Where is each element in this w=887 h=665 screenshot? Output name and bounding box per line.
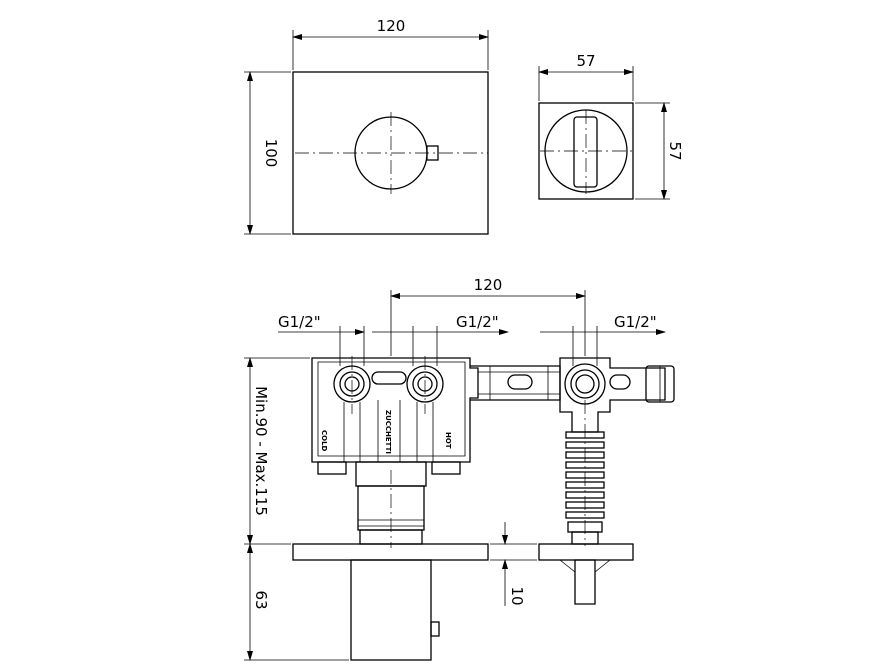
knob-slot — [573, 116, 598, 188]
outlet-stem-flare-r — [594, 559, 611, 573]
front-height-label: 100 — [262, 139, 280, 168]
knob-height-label: 57 — [666, 141, 684, 160]
foot-left — [317, 461, 347, 475]
section-view: COLD ZUCCHETTI HOT — [244, 276, 675, 661]
outlet-inner — [575, 374, 595, 394]
front-view: 120 100 — [244, 17, 489, 235]
center-distance-label: 120 — [474, 276, 503, 294]
outlet-stem — [574, 559, 596, 605]
knob-width-label: 57 — [576, 52, 595, 70]
connector-pipe — [470, 365, 561, 401]
valve-body-inner — [317, 361, 466, 457]
knob-view: 57 57 — [538, 52, 684, 200]
depth-label: Min.90 - Max.115 — [252, 386, 270, 516]
outlet-mid — [570, 369, 600, 399]
outlet-slot — [609, 374, 631, 390]
knob-side — [350, 559, 432, 661]
outlet-label: G1/2" — [614, 313, 657, 331]
cover-plate — [292, 543, 489, 561]
outlet-body — [559, 357, 666, 433]
bridge-slot — [371, 371, 407, 385]
inlet-hot-label: G1/2" — [456, 313, 499, 331]
plate-offset-label: 10 — [508, 586, 526, 605]
foot-right — [431, 461, 461, 475]
body-text-brand: ZUCCHETTI — [384, 410, 392, 454]
outlet-stem-flare-l — [559, 559, 576, 573]
inlet-hot-mid — [412, 371, 438, 397]
knob-plate — [538, 102, 634, 200]
outlet-plate — [538, 543, 634, 561]
body-text-hot: HOT — [444, 432, 452, 449]
inlet-cold-label: G1/2" — [278, 313, 321, 331]
knob-depth-label: 63 — [252, 590, 270, 609]
connector-slot — [507, 374, 533, 390]
body-text-cold: COLD — [320, 430, 328, 452]
knob-side-lever — [430, 621, 440, 637]
front-width-label: 120 — [377, 17, 406, 35]
inlet-cold-mid — [339, 371, 365, 397]
